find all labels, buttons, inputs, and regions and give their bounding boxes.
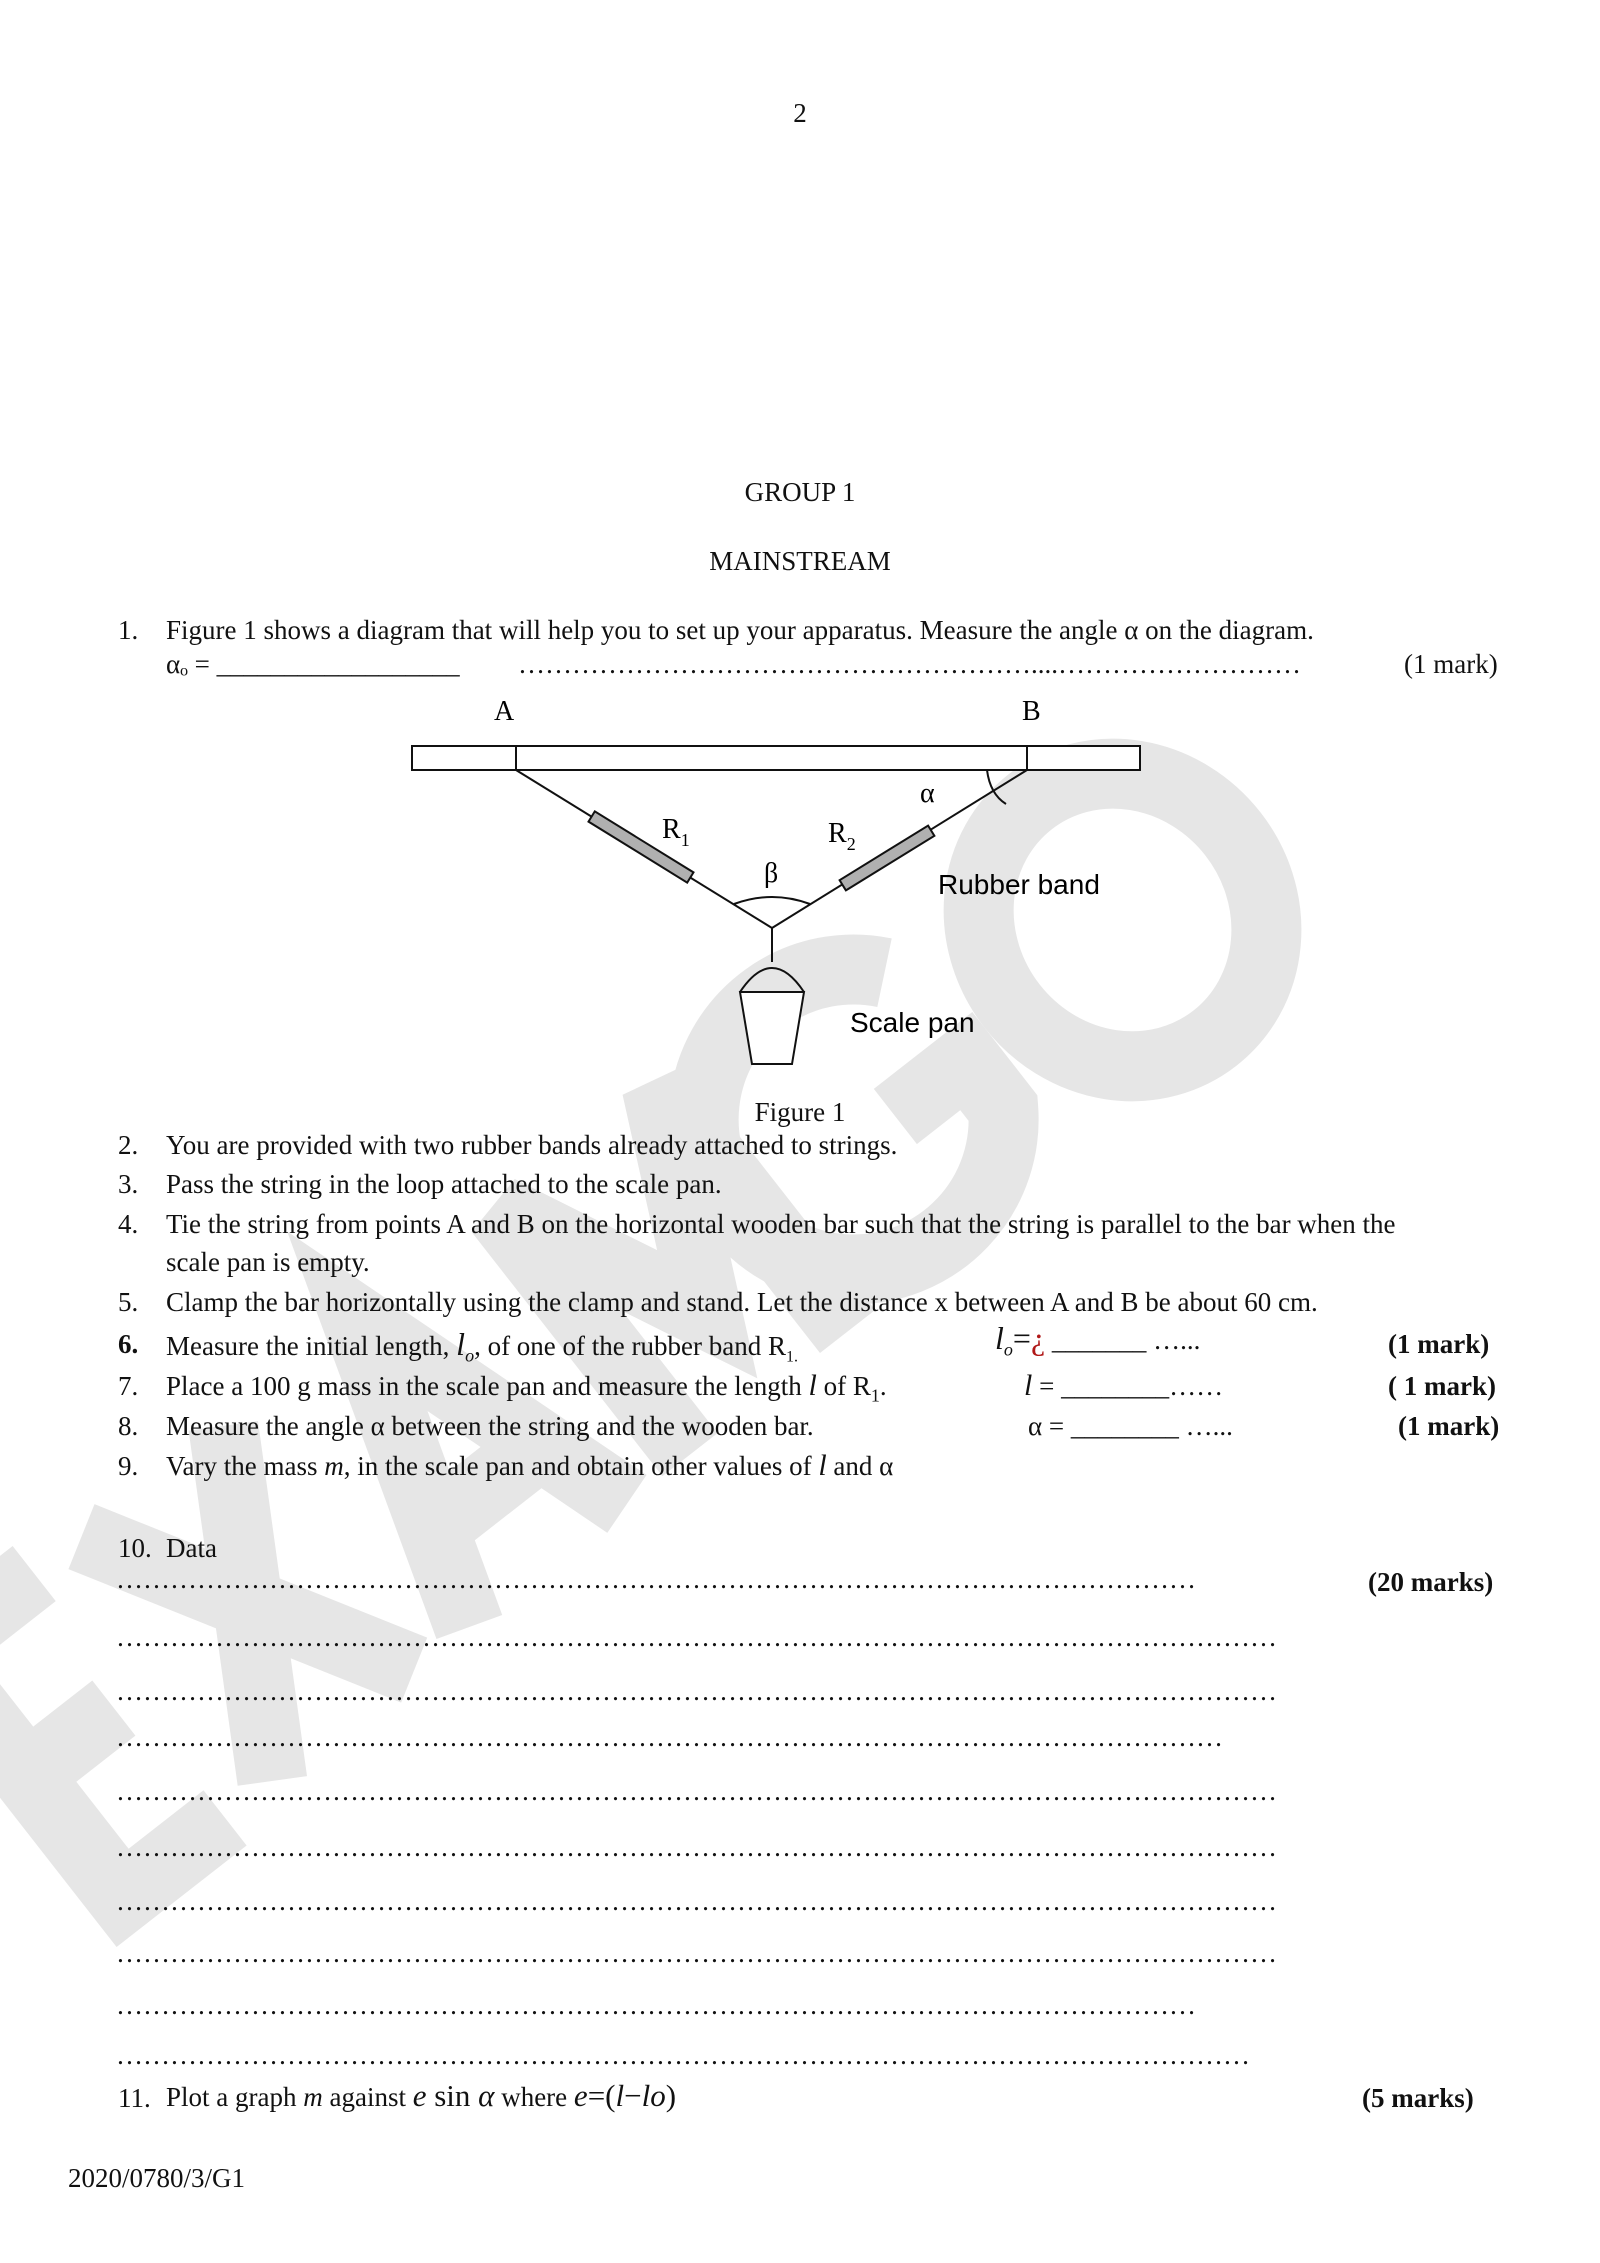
item-7-number: 7. [118, 1371, 139, 1401]
item-3-text: Pass the string in the loop attached to … [166, 1169, 722, 1199]
group-heading: GROUP 1 [744, 477, 856, 507]
q1-dots: …………………………………………………....……………………… [518, 649, 1301, 679]
item-8-mark: (1 mark) [1398, 1411, 1500, 1441]
answer-line-2: …………………………………………………………………………………………………………… [116, 1676, 1277, 1706]
item-5-text: Clamp the bar horizontally using the cla… [166, 1287, 1318, 1317]
item-2-number: 2. [118, 1130, 139, 1160]
rubber-band-r2 [838, 824, 936, 892]
item-4-text-cont: scale pan is empty. [166, 1247, 370, 1277]
item-10-dots: ………………………………………………………………………………………………………… [116, 1564, 1196, 1594]
answer-line-1: …………………………………………………………………………………………………………… [116, 1622, 1277, 1652]
item-2-text: You are provided with two rubber bands a… [166, 1130, 898, 1160]
item-11-mark: (5 marks) [1362, 2083, 1474, 2113]
figure-1-diagram: A B α β R1 R2 Rubber band Scale pan [411, 696, 1141, 1065]
item-8-number: 8. [118, 1411, 139, 1441]
scale-pan-handle [739, 967, 805, 993]
rubber-band-r1 [587, 810, 695, 884]
answer-line-5: …………………………………………………………………………………………………………… [116, 1832, 1277, 1862]
item-4-number: 4. [118, 1209, 139, 1239]
q1-text: Figure 1 shows a diagram that will help … [166, 615, 1314, 645]
item-6-number: 6. [118, 1329, 139, 1359]
stream-heading: MAINSTREAM [709, 546, 891, 576]
item-11-number: 11. [118, 2083, 151, 2113]
figure-caption: Figure 1 [754, 1097, 846, 1127]
answer-line-6: …………………………………………………………………………………………………………… [116, 1886, 1277, 1916]
item-7-mark: ( 1 mark) [1388, 1371, 1496, 1401]
item-7-answer: l = ________…… [1024, 1369, 1224, 1402]
answer-line-4: …………………………………………………………………………………………………………… [116, 1776, 1277, 1806]
item-6-answer: lo=¿ _______ …... [995, 1320, 1201, 1360]
item-7-text: Place a 100 g mass in the scale pan and … [166, 1369, 887, 1406]
item-5-number: 5. [118, 1287, 139, 1317]
item-9-text: Vary the mass m, in the scale pan and ob… [166, 1449, 894, 1482]
wooden-bar [411, 745, 1141, 771]
label-scale-pan: Scale pan [850, 1007, 975, 1038]
item-9-number: 9. [118, 1451, 139, 1481]
item-10-number: 10. [118, 1533, 152, 1563]
item-8-text: Measure the angle α between the string a… [166, 1411, 814, 1441]
page-number: 2 [793, 98, 807, 128]
label-rubber-band: Rubber band [938, 869, 1100, 900]
footer-code: 2020/0780/3/G1 [68, 2163, 246, 2193]
item-6-text: Measure the initial length, lo, of one o… [166, 1326, 798, 1366]
item-4-text: Tie the string from points A and B on th… [166, 1209, 1396, 1239]
answer-line-3: …………………………………………………………………………………………………………… [116, 1722, 1223, 1752]
scale-pan [738, 991, 806, 1065]
item-6-mark: (1 mark) [1388, 1329, 1490, 1359]
item-3-number: 3. [118, 1169, 139, 1199]
label-beta: β [764, 858, 778, 889]
beta-arc [733, 896, 811, 905]
label-alpha: α [920, 778, 935, 809]
label-b: B [1022, 696, 1041, 727]
item-10-mark: (20 marks) [1368, 1567, 1494, 1597]
label-r1: R1 [662, 814, 690, 850]
answer-line-9: …………………………………………………………………………………………………………… [116, 2040, 1250, 2070]
label-a: A [494, 696, 515, 727]
q1-mark: (1 mark) [1404, 649, 1498, 679]
item-11-text: Plot a graph m against e sin α where e=(… [166, 2078, 677, 2113]
item-8-answer: α = ________ …... [1028, 1411, 1233, 1441]
q1-number: 1. [118, 615, 139, 645]
label-r2: R2 [828, 818, 856, 854]
alpha-arc [986, 769, 1007, 805]
item-10-text: Data [166, 1533, 217, 1563]
q1-answer-blank: αₒ = __________________ [166, 649, 460, 679]
answer-line-8: ………………………………………………………………………………………………………… [116, 1990, 1196, 2020]
answer-line-7: …………………………………………………………………………………………………………… [116, 1938, 1277, 1968]
